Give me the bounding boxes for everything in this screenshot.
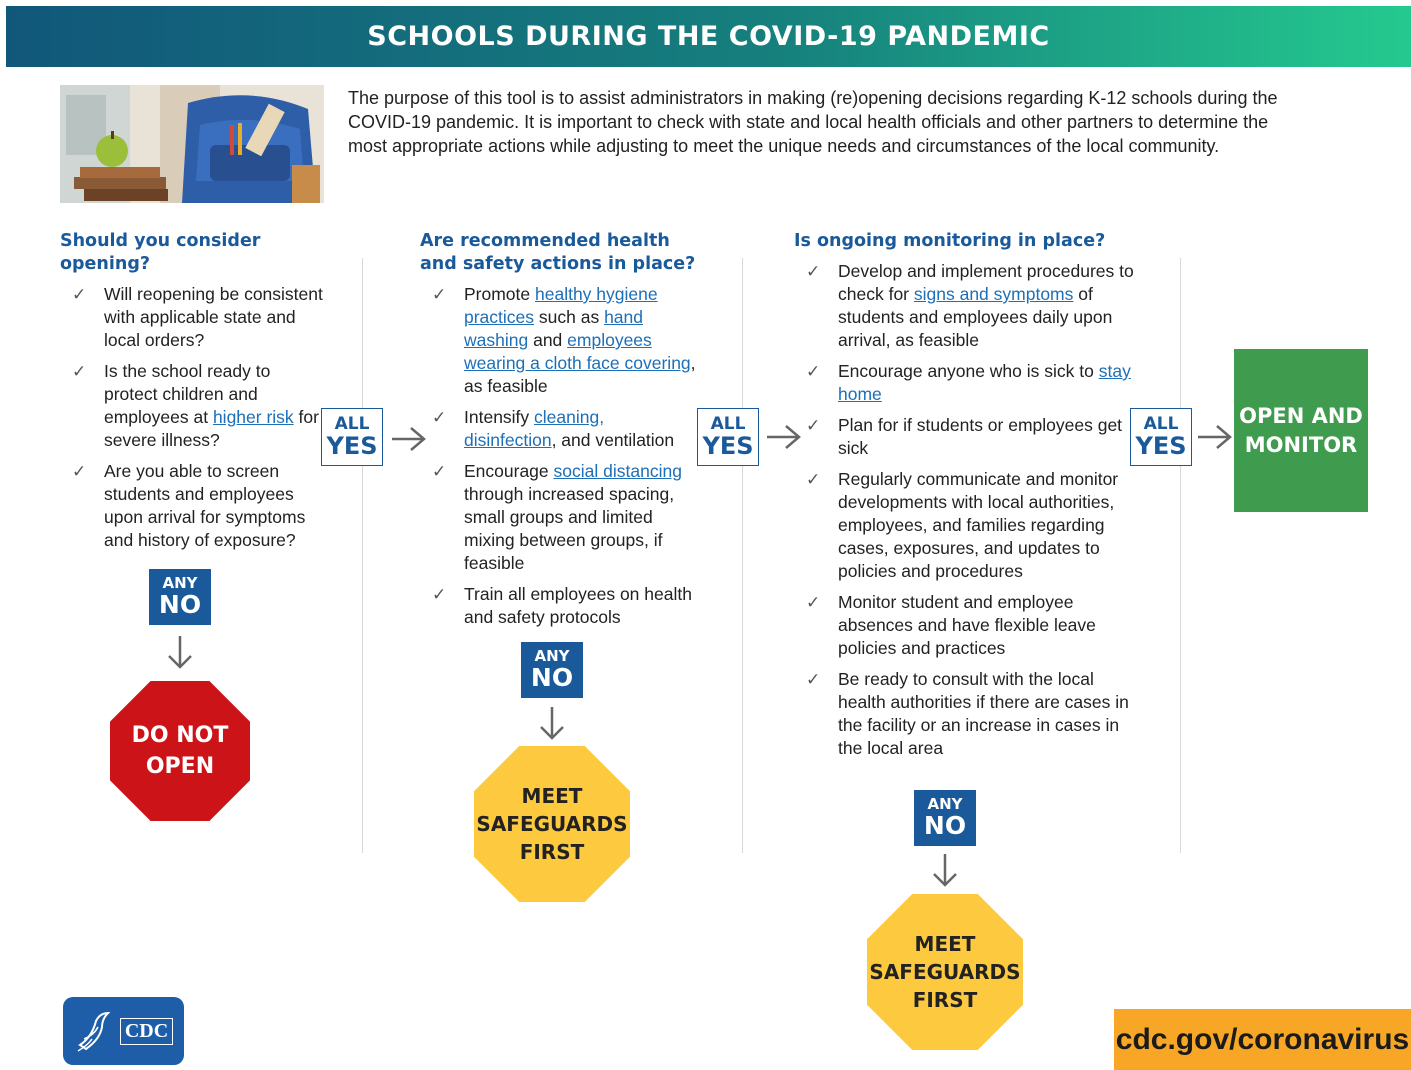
list-item: ✓Be ready to consult with the local heal… [806,669,1129,758]
higher-risk-link[interactable]: higher risk [212,407,294,427]
step3-question: Is ongoing monitoring in place? [794,231,1106,251]
check-icon: ✓ [806,593,821,612]
column-divider [742,258,743,853]
signs-and-symptoms-link[interactable]: signs and symptoms [913,284,1074,304]
arrow-down-icon [933,854,957,887]
cdc-logo-text: CDC [119,1017,174,1045]
step1-checklist: ✓Will reopening be consistent with appli… [60,283,328,560]
step2-checklist: ✓Promote healthy hygiene practices such … [420,283,700,637]
list-item: ✓Plan for if students or employees get s… [806,415,1123,458]
healthy-hygiene-link[interactable]: healthy hygiene practices [464,284,658,327]
hhs-eagle-icon [77,1011,111,1052]
cleaning-disinfection-link[interactable]: cleaning, disinfection [464,407,605,450]
arrow-right-icon [392,427,426,451]
check-icon: ✓ [72,462,87,481]
check-icon: ✓ [806,416,821,435]
social-distancing-link[interactable]: social distancing [553,461,682,481]
step1-all-yes-badge: ALL YES [321,408,383,466]
list-item: ✓Promote healthy hygiene practices such … [432,284,696,396]
step1-any-no-badge: ANY NO [149,569,211,625]
step3-any-no-badge: ANY NO [914,790,976,846]
arrow-down-icon [540,707,564,740]
list-item: ✓Is the school ready to protect children… [72,361,319,450]
column-divider [1180,258,1181,853]
list-item: ✓Train all employees on health and safet… [432,584,692,627]
step2-question: Are recommended health and safety action… [420,231,696,274]
cloth-face-covering-link[interactable]: employees wearing a cloth face covering [464,330,691,373]
check-icon: ✓ [806,362,821,381]
intro-paragraph: The purpose of this tool is to assist ad… [348,88,1278,156]
list-item: ✓Encourage social distancing through inc… [432,461,682,573]
arrow-down-icon [168,636,192,669]
list-item: ✓Encourage anyone who is sick to stay ho… [806,361,1131,404]
stay-home-link[interactable]: stay home [838,361,1131,404]
check-icon: ✓ [806,262,821,281]
check-icon: ✓ [72,285,87,304]
list-item: ✓Develop and implement procedures to che… [806,261,1134,350]
list-item: ✓Regularly communicate and monitor devel… [806,469,1119,581]
list-item: ✓Are you able to screen students and emp… [72,461,306,550]
check-icon: ✓ [432,585,447,604]
hand-washing-link[interactable]: hand washing [464,307,644,350]
check-icon: ✓ [432,408,447,427]
list-item: ✓Intensify cleaning, disinfection, and v… [432,407,675,450]
check-icon: ✓ [432,285,447,304]
step1-question: Should you consider opening? [60,231,261,274]
check-icon: ✓ [806,470,821,489]
list-item: ✓Will reopening be consistent with appli… [72,284,323,350]
arrow-right-icon [1198,425,1232,449]
arrow-right-icon [767,425,801,449]
step3-checklist: ✓Develop and implement procedures to che… [794,260,1134,768]
check-icon: ✓ [806,670,821,689]
check-icon: ✓ [72,362,87,381]
footer-url-link[interactable]: cdc.gov/coronavirus [1114,1009,1411,1070]
page-title-banner: SCHOOLS DURING THE COVID-19 PANDEMIC [6,6,1411,67]
cdc-logo: CDC [63,997,184,1065]
step2-all-yes-badge: ALL YES [697,408,759,466]
school-photo [60,85,324,203]
list-item: ✓Monitor student and employee absences a… [806,592,1096,658]
check-icon: ✓ [432,462,447,481]
page-title: SCHOOLS DURING THE COVID-19 PANDEMIC [367,21,1050,52]
step2-any-no-badge: ANY NO [521,642,583,698]
column-divider [362,258,363,853]
step3-all-yes-badge: ALL YES [1130,408,1192,466]
